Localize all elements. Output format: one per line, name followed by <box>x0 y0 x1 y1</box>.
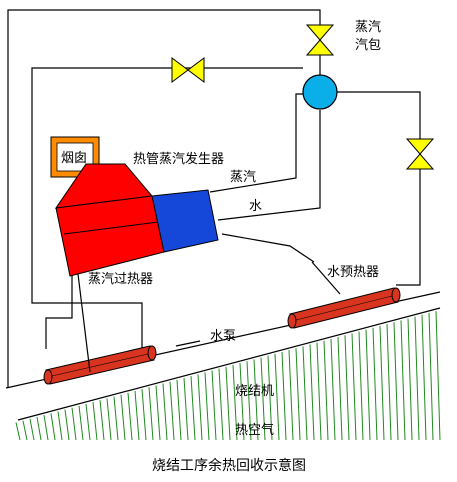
water-economizer-block <box>151 189 219 253</box>
valve-right[interactable] <box>405 138 435 170</box>
water-line-label: 水 <box>249 199 262 214</box>
sintering-machine-outline <box>5 291 441 421</box>
valve-top[interactable] <box>305 24 335 56</box>
sinter-bed-hatch <box>15 311 441 441</box>
hot-air-label: 热空气 <box>235 422 274 438</box>
water-preheater-label: 水预热器 <box>327 265 379 280</box>
sintering-machine-label: 烧结机 <box>235 384 274 399</box>
steam-drum-label-1: 蒸汽 <box>355 20 381 35</box>
steam-superheater-label: 蒸汽过热器 <box>88 272 153 287</box>
diagram-caption: 烧结工序余热回收示意图 <box>152 457 306 474</box>
steam-superheater <box>54 163 165 277</box>
water-pump-label: 水泵 <box>210 329 236 344</box>
steam-drum-label-2: 汽包 <box>355 38 381 53</box>
chimney-label: 烟囱 <box>61 151 87 166</box>
pipe-connectors <box>77 261 341 373</box>
heat-pipe-generator-label: 热管蒸汽发生器 <box>133 151 224 167</box>
superheater-pipe <box>43 345 157 385</box>
preheater-pipe <box>287 287 401 329</box>
steam-line-label: 蒸汽 <box>230 170 256 185</box>
valve-horizontal[interactable] <box>171 57 205 83</box>
steam-drum <box>302 74 338 110</box>
